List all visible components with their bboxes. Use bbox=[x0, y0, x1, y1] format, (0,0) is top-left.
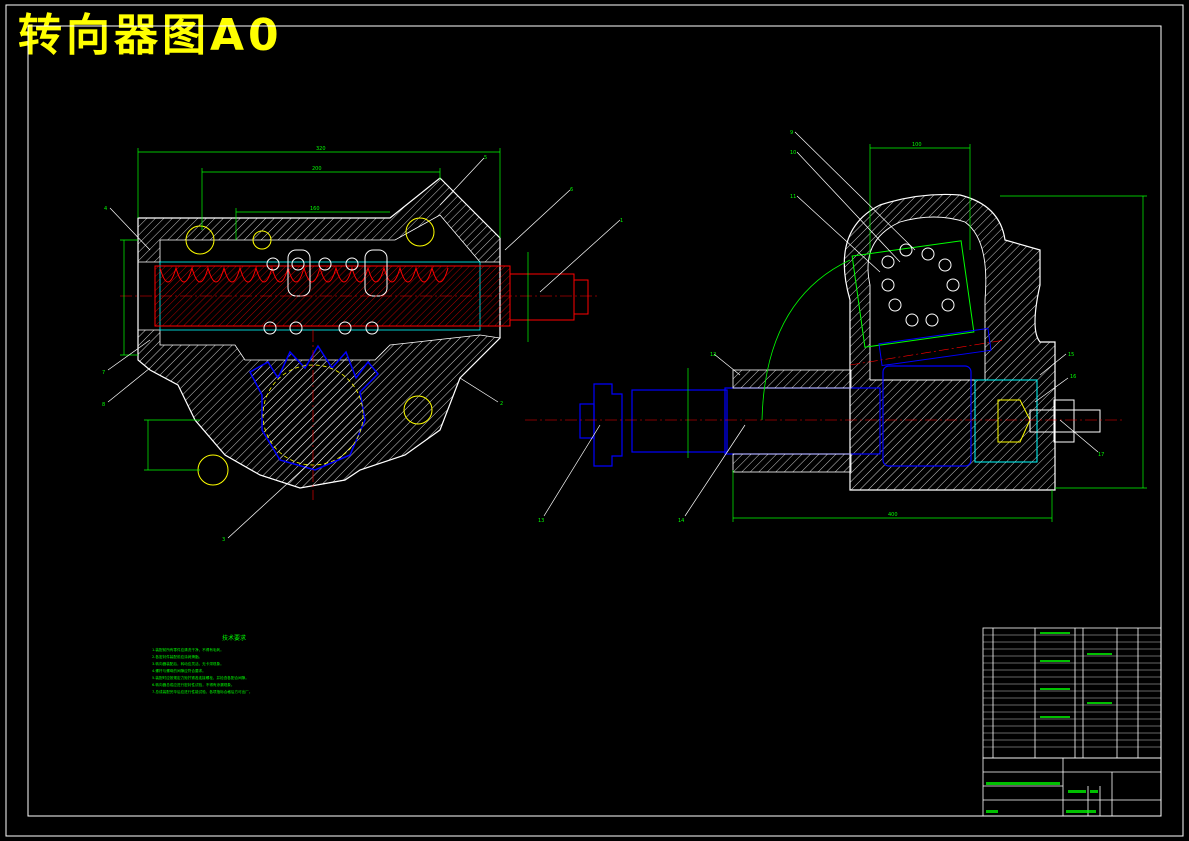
worm-shaft-tip bbox=[573, 279, 589, 315]
left-view: 320 200 160 4 5 6 1 7 8 2 bbox=[102, 146, 623, 543]
balloon-13: 13 bbox=[538, 518, 544, 524]
worm-shaft-end bbox=[509, 273, 575, 321]
balloon-7: 7 bbox=[102, 370, 105, 376]
adjuster-cap bbox=[974, 379, 1038, 463]
balloon-14: 14 bbox=[678, 518, 684, 524]
adjuster-bolt bbox=[1029, 409, 1101, 433]
ball-nut-band bbox=[878, 327, 992, 367]
right-housing-cavity bbox=[867, 216, 987, 381]
sector-shaft-spline bbox=[631, 389, 728, 453]
balloon-6: 6 bbox=[570, 187, 573, 193]
parts-list-frame bbox=[982, 627, 1162, 759]
dim-right-top: 100 bbox=[912, 142, 922, 148]
dim-left-overall: 320 bbox=[316, 146, 326, 152]
title-block-highlights bbox=[986, 632, 1112, 813]
right-dimensions bbox=[687, 144, 1147, 522]
left-bolts bbox=[185, 217, 435, 486]
balloon-9: 9 bbox=[790, 130, 793, 136]
worm-thread bbox=[159, 266, 449, 283]
tech-req-line-5: 5.装配时应按规定力矩拧紧各连接螺栓，并检查各配合间隙。 bbox=[152, 675, 249, 680]
balloon-16: 16 bbox=[1070, 374, 1076, 380]
balloon-2: 2 bbox=[500, 401, 503, 407]
adjuster-locknut bbox=[1053, 399, 1075, 443]
balloon-3: 3 bbox=[222, 537, 225, 543]
dim-left-mid: 160 bbox=[310, 206, 320, 212]
balloon-5: 5 bbox=[484, 155, 487, 161]
balloon-1: 1 bbox=[620, 218, 623, 224]
balloon-11: 11 bbox=[790, 194, 796, 200]
right-leaders bbox=[543, 131, 1099, 517]
left-balloon-labels: 4 5 6 1 7 8 2 3 bbox=[102, 155, 623, 543]
tech-req-line-6: 6.转向器总成应进行密封性试验，不得有渗漏现象。 bbox=[152, 682, 235, 687]
right-view: 100 400 9 10 11 12 13 14 15 bbox=[525, 130, 1147, 524]
balloon-10: 10 bbox=[790, 150, 796, 156]
ball-nut-block bbox=[851, 240, 975, 348]
tech-req-lines: 1.装配前所有零件应清洗干净，不得有毛刺。 2.各密封件装配前应涂润滑脂。 3.… bbox=[152, 647, 252, 694]
left-housing-hatch-top bbox=[137, 177, 501, 263]
right-seal-left bbox=[732, 369, 852, 389]
drawing-title: 转向器图A0 bbox=[18, 10, 283, 61]
right-balloon-labels: 9 10 11 12 13 14 15 16 17 bbox=[538, 130, 1104, 524]
right-seal-left-bottom bbox=[732, 453, 852, 473]
balloon-15: 15 bbox=[1068, 352, 1074, 358]
right-centre-inclined bbox=[849, 339, 1006, 366]
balloon-12: 12 bbox=[710, 352, 716, 358]
dim-left-inner: 200 bbox=[312, 166, 322, 172]
inner-frame bbox=[27, 25, 1162, 817]
sector-gear bbox=[248, 344, 380, 471]
right-arc bbox=[761, 259, 851, 421]
tech-req-heading: 技术要求 bbox=[222, 634, 246, 642]
tech-req-line-1: 1.装配前所有零件应清洗干净，不得有毛刺。 bbox=[152, 647, 224, 652]
balloon-17: 17 bbox=[1098, 452, 1104, 458]
tech-req-line-4: 4.螺杆与螺母的间隙应符合要求。 bbox=[152, 668, 206, 673]
sector-shaft-nut bbox=[593, 383, 623, 467]
outer-frame bbox=[5, 4, 1184, 837]
tech-req-line-7: 7.总成装配完毕后应进行性能试验，各项指标合格后方可出厂。 bbox=[152, 689, 252, 694]
sector-shaft-tip bbox=[579, 403, 595, 439]
tech-req-line-3: 3.转向器装配后，转动应灵活，无卡滞现象。 bbox=[152, 661, 224, 666]
balloon-8: 8 bbox=[102, 402, 105, 408]
parts-list-rows bbox=[983, 634, 1161, 748]
dim-right-overall: 400 bbox=[888, 512, 898, 518]
tech-req-line-2: 2.各密封件装配前应涂润滑脂。 bbox=[152, 654, 202, 659]
left-leaders bbox=[107, 157, 621, 539]
sector-shaft-hub bbox=[882, 365, 972, 467]
title-block bbox=[982, 627, 1162, 817]
adjuster-screw bbox=[997, 399, 1031, 443]
ball-nut-circle bbox=[881, 243, 960, 327]
technical-requirements: 技术要求 1.装配前所有零件应清洗干净，不得有毛刺。 2.各密封件装配前应涂润滑… bbox=[152, 634, 252, 694]
balloon-4: 4 bbox=[104, 206, 107, 212]
left-dimensions bbox=[120, 148, 529, 471]
title-block-frame bbox=[982, 757, 1162, 817]
